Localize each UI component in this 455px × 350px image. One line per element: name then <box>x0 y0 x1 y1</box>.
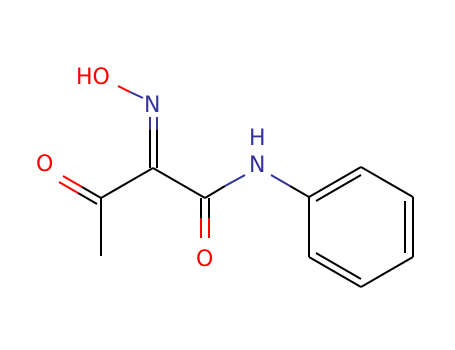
bond-amide-c-o-double <box>200 198 210 238</box>
atom-label-ketone-o: O <box>36 152 53 177</box>
atom-label-oxime-n: N <box>144 93 160 118</box>
atom-label-amide-n: N <box>249 153 265 178</box>
bond-c-ketone-c <box>100 167 154 199</box>
atom-labels: HO N O O H N <box>36 65 266 272</box>
atom-label-hydroxyl: HO <box>76 65 110 90</box>
bond-ketone-c-o-double <box>58 175 102 205</box>
bond-amide-c-n <box>204 174 246 199</box>
bond-o-n-oxime <box>117 85 144 99</box>
atom-label-amide-o: O <box>196 247 213 272</box>
bond-c-amide-c <box>152 167 206 199</box>
phenyl-ring <box>308 166 414 288</box>
bonds <box>58 85 414 288</box>
bond-n-phenyl <box>270 174 310 198</box>
bond-n-c-oxime-double <box>149 117 158 168</box>
atom-label-amide-h: H <box>249 126 266 151</box>
